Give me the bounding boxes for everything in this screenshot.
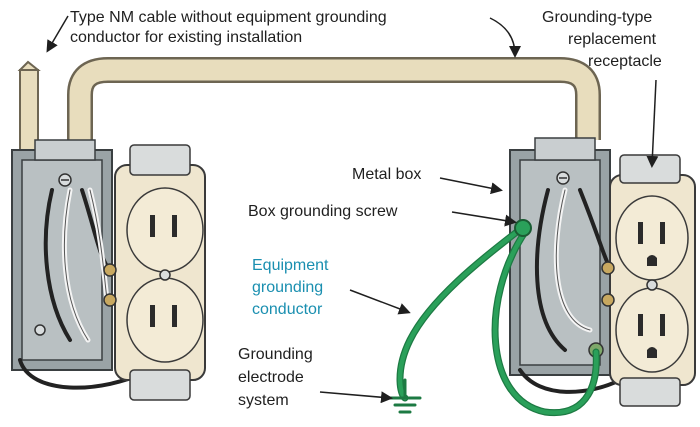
ground-symbol-icon — [388, 378, 422, 414]
electrode-label-line1: Grounding — [238, 346, 313, 363]
box-grounding-screw-label: Box grounding screw — [248, 203, 398, 220]
nm-cable-label-line1: Type NM cable without equipment groundin… — [70, 9, 387, 26]
metal-box-label: Metal box — [352, 166, 422, 183]
left-receptacle — [103, 144, 206, 401]
replacement-receptacle-label-line3: receptacle — [588, 53, 662, 70]
electrode-label-line3: system — [238, 392, 289, 409]
right-wires — [518, 187, 622, 394]
right-receptacle — [588, 154, 696, 407]
box-grounding-screw — [514, 219, 532, 237]
equipment-grounding-conductor-wire — [396, 219, 600, 417]
leader-arrows — [46, 15, 659, 404]
nm-cable — [17, 57, 601, 171]
egc-label-line1: Equipment — [252, 257, 329, 274]
replacement-receptacle-label-line1: Grounding-type — [542, 9, 653, 26]
electrode-label-line2: electrode — [238, 369, 304, 386]
nm-cable-label-line2: conductor for existing installation — [70, 29, 303, 46]
right-metal-box — [509, 137, 611, 376]
egc-label-line2: grounding — [252, 279, 324, 296]
replacement-receptacle-label-line2: replacement — [568, 31, 657, 48]
egc-label-line3: conductor — [252, 301, 323, 318]
left-metal-box — [11, 139, 113, 371]
